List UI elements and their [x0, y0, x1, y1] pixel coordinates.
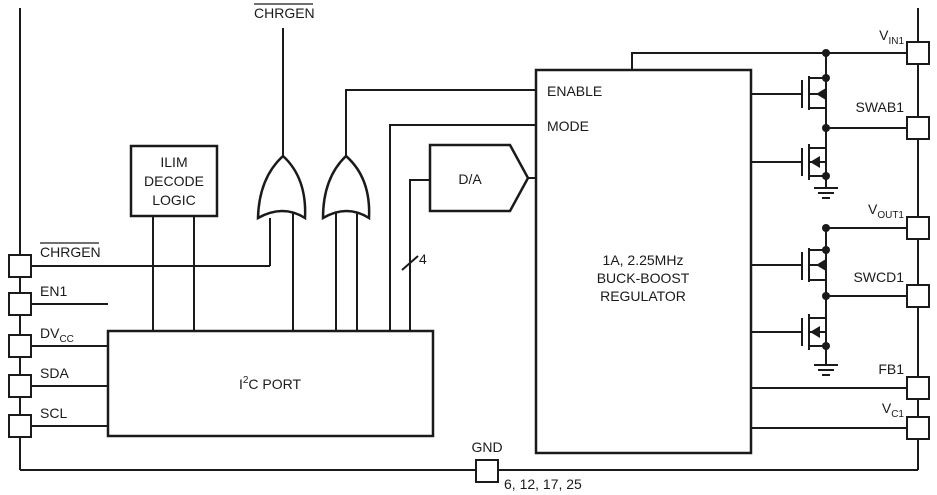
label-swcd1: SWCD1 [853, 269, 904, 285]
regulator-line3: REGULATOR [600, 288, 686, 304]
label-vout1: VOUT1 [868, 201, 904, 221]
gate-wires [152, 28, 536, 331]
enable-label: ENABLE [547, 83, 602, 99]
left-wires [31, 218, 271, 427]
label-en1: EN1 [40, 283, 67, 299]
pin-gnd [475, 459, 499, 483]
right-wires [751, 127, 907, 429]
ilim-line2: DECODE [144, 173, 204, 189]
ilim-line1: ILIM [160, 154, 187, 170]
label-fb1: FB1 [878, 361, 904, 377]
pin-vin1 [906, 41, 930, 65]
label-chrgen-left: CHRGEN [40, 244, 101, 260]
regulator-block [534, 68, 753, 455]
pin-vout1 [906, 216, 930, 240]
pin-swab1 [906, 116, 930, 140]
label-scl: SCL [40, 405, 67, 421]
da-block [428, 143, 530, 213]
da-label: D/A [458, 171, 482, 187]
pin-fb1 [906, 376, 930, 400]
gnd-pin-numbers: 6, 12, 17, 25 [504, 476, 582, 492]
label-sda: SDA [40, 365, 69, 381]
label-vin1: VIN1 [879, 27, 904, 47]
i2c-port-block [106, 329, 435, 438]
or-gate-2 [321, 154, 371, 221]
switch-cd [751, 228, 838, 376]
label-chrgen-top: CHRGEN [254, 5, 315, 21]
pin-vc1 [906, 416, 930, 440]
pin-swcd1 [906, 284, 930, 308]
regulator-line1: 1A, 2.25MHz [603, 252, 684, 268]
pin-sda [8, 374, 32, 398]
label-vc1: VC1 [882, 400, 905, 420]
switch-ab [751, 53, 838, 199]
pin-en1 [8, 292, 32, 316]
pin-dvcc [8, 334, 32, 358]
mode-label: MODE [547, 118, 589, 134]
junction-dots [822, 49, 830, 350]
pin-scl [8, 414, 32, 438]
regulator-line2: BUCK-BOOST [597, 270, 690, 286]
or-gate-1 [256, 154, 307, 221]
i2c-label: I2C PORT [239, 375, 302, 392]
ilim-decode-block [129, 144, 219, 218]
bus-width-label: 4 [419, 251, 427, 267]
ilim-line3: LOGIC [152, 192, 196, 208]
label-swab1: SWAB1 [856, 99, 905, 115]
gnd-label: GND [471, 439, 502, 455]
pin-chrgen-left [8, 254, 32, 278]
label-dvcc: DVCC [40, 325, 74, 345]
